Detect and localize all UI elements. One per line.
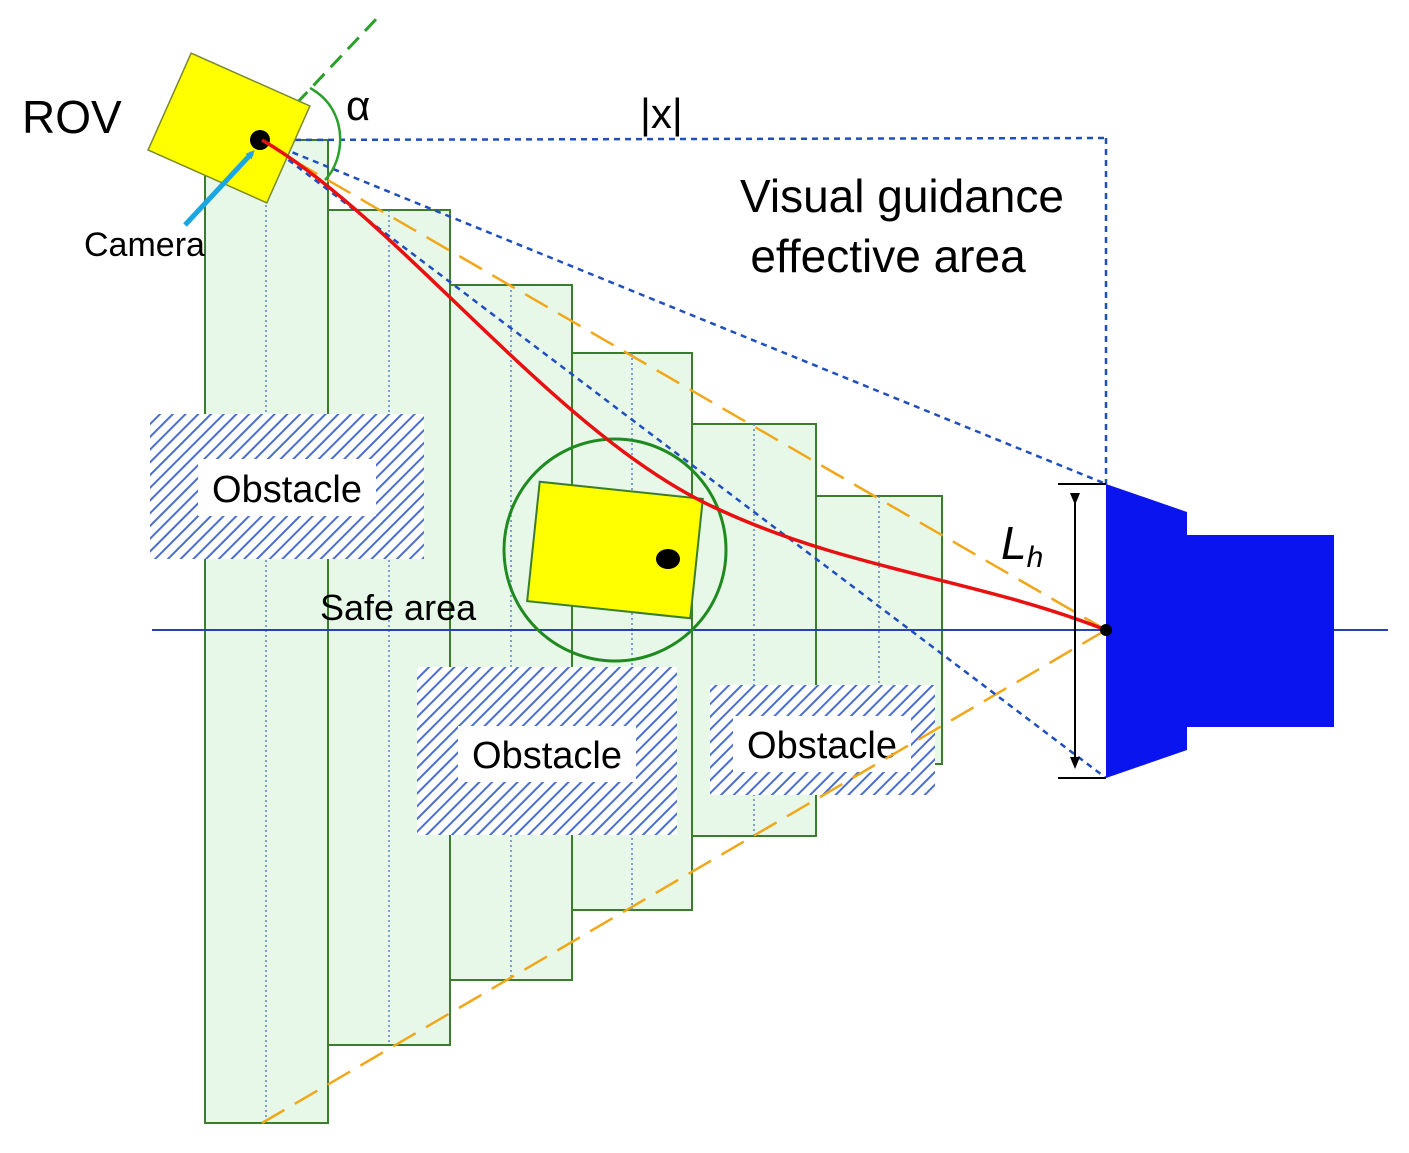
rov-body xyxy=(147,52,311,204)
safe-area-steps xyxy=(204,139,943,1124)
lh-label: Lh xyxy=(1001,517,1043,574)
visual-area-label-line2: effective area xyxy=(750,230,1026,282)
obstacles: Obstacle Obstacle Obstacle xyxy=(150,414,935,835)
rov-inner-dot xyxy=(656,549,680,569)
dock-funnel xyxy=(1106,484,1187,778)
docking-station xyxy=(1106,484,1334,778)
dock-center-point xyxy=(1100,624,1112,636)
lh-subscript: h xyxy=(1027,541,1044,574)
lh-main: L xyxy=(1001,517,1027,569)
dock-body xyxy=(1187,535,1334,727)
visual-area-label-line1: Visual guidance xyxy=(740,170,1064,222)
rov-body-inner xyxy=(526,480,704,620)
camera-pointer-arrow xyxy=(183,150,255,227)
obstacle-middle-label: Obstacle xyxy=(472,735,622,777)
obstacle-left-label: Obstacle xyxy=(212,469,362,511)
rov-trajectory xyxy=(261,138,1107,632)
alpha-label: α xyxy=(346,82,370,129)
camera-point xyxy=(250,130,270,150)
orange-envelope xyxy=(261,140,1107,1125)
lh-dimension xyxy=(1058,483,1106,779)
alpha-arc xyxy=(309,86,342,181)
safe-area-circle xyxy=(502,437,728,663)
obstacle-right-label: Obstacle xyxy=(747,725,897,767)
rov-label: ROV xyxy=(22,91,122,143)
safe-area-label: Safe area xyxy=(320,587,477,628)
camera-label: Camera xyxy=(84,226,205,264)
guidance-lines xyxy=(261,136,1108,779)
abs-x-label: |x| xyxy=(640,90,683,137)
